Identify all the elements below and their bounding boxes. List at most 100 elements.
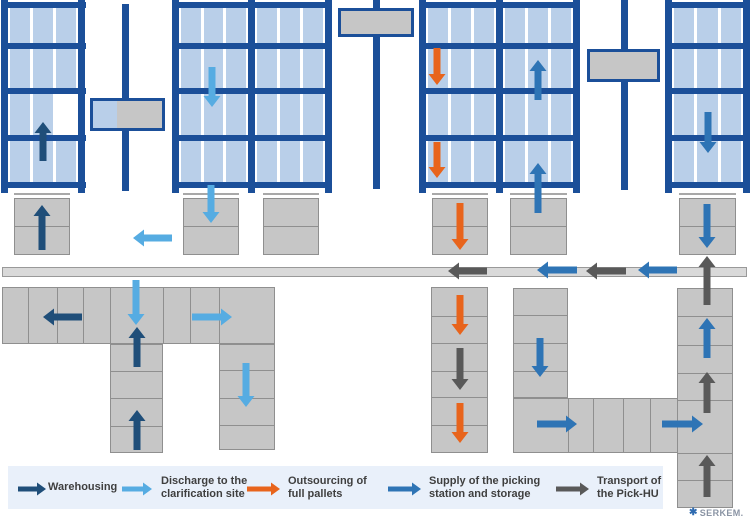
rack-b-pallet-cell — [181, 8, 201, 43]
legend-label-4: Transport of the Pick-HU — [597, 474, 662, 500]
u-block-bottom-row-vdiv — [593, 398, 594, 453]
rack-a-pallet-cell — [33, 94, 53, 135]
transfer-box-5-ground-line — [510, 193, 567, 195]
conveyor-line — [2, 267, 747, 277]
rack-d-post — [743, 0, 750, 193]
picking-block-top-row-vdiv — [110, 287, 111, 344]
rack-c-pallet-cell — [528, 94, 548, 135]
picking-block-left-leg-hdiv — [110, 426, 163, 427]
rack-b-pallet-cell — [181, 141, 201, 182]
rack-d-pallet-cell — [720, 141, 741, 182]
storage-crane-1 — [90, 98, 165, 131]
rack-c-pallet-cell — [428, 141, 448, 182]
legend-label-1: Discharge to the clarification site — [161, 474, 248, 500]
picking-block-right-leg-hdiv — [219, 425, 275, 426]
rack-d-pallet-cell — [720, 8, 741, 43]
rack-c-pallet-cell — [428, 49, 448, 88]
legend-label-3: Supply of the picking station and storag… — [429, 474, 541, 500]
rack-c-pallet-cell — [551, 8, 571, 43]
rack-a-pallet-cell — [56, 49, 76, 88]
rack-d-pallet-cell — [697, 141, 718, 182]
serkem-logo-icon: ✱ — [689, 507, 698, 518]
picking-block-top-row-vdiv — [28, 287, 29, 344]
u-block-bottom-row-vdiv — [568, 398, 569, 453]
legend-label-2: Outsourcing of full pallets — [288, 474, 367, 500]
rack-c-pallet-cell — [551, 141, 571, 182]
storage-crane-1-cab — [93, 101, 117, 128]
picking-block-right-leg — [219, 344, 275, 450]
rack-b-pallet-cell — [303, 49, 323, 88]
staging-column — [431, 287, 488, 453]
legend-bar — [8, 466, 663, 509]
rack-c-pallet-cell — [474, 141, 494, 182]
picking-block-left-leg-hdiv — [110, 398, 163, 399]
rack-b-pallet-cell — [280, 141, 300, 182]
rack-b-pallet-cell — [257, 49, 277, 88]
transfer-box-4-divider — [432, 226, 488, 227]
rack-c-pallet-cell — [505, 49, 525, 88]
rack-d-shelf-beam — [665, 43, 750, 49]
rack-a-pallet-cell — [10, 8, 30, 43]
rack-d-post — [665, 0, 672, 193]
transfer-box-1-ground-line — [14, 193, 70, 195]
staging-column-hdiv — [431, 371, 488, 372]
picking-block-top-row-vdiv — [190, 287, 191, 344]
picking-block-left-leg-hdiv — [110, 371, 163, 372]
rack-c-pallet-cell — [505, 8, 525, 43]
rack-c-pallet-cell — [505, 141, 525, 182]
rack-a-pallet-cell — [33, 141, 53, 182]
rack-c-pallet-cell — [451, 94, 471, 135]
rack-a-pallet-cell — [33, 8, 53, 43]
transfer-box-4-ground-line — [432, 193, 488, 195]
rack-b-post — [325, 0, 332, 193]
rack-c-pallet-cell — [451, 49, 471, 88]
rack-d-shelf-beam — [665, 2, 750, 8]
picking-block-top-row-vdiv — [219, 287, 220, 344]
rack-d-shelf-beam — [665, 88, 750, 94]
rack-c-pallet-cell — [474, 94, 494, 135]
staging-column-hdiv — [431, 343, 488, 344]
picking-block-right-leg-hdiv — [219, 398, 275, 399]
rack-d-pallet-cell — [720, 94, 741, 135]
serkem-logo-text: SERKEM. — [699, 508, 744, 518]
rack-b-pallet-cell — [203, 49, 224, 88]
rack-c-pallet-cell — [505, 94, 525, 135]
staging-column-hdiv — [431, 316, 488, 317]
rack-b-pallet-cell — [257, 8, 277, 43]
legend-label-0: Warehousing — [48, 481, 118, 493]
transfer-box-6-divider — [679, 226, 736, 227]
rack-c-post — [573, 0, 580, 193]
rack-a-post — [1, 0, 8, 193]
rack-b-pallet-cell — [226, 49, 246, 88]
rack-c-pallet-cell — [528, 49, 548, 88]
rack-b-pallet-cell — [203, 141, 224, 182]
transfer-box-3-divider — [263, 226, 319, 227]
u-block-left-leg-hdiv — [513, 315, 568, 316]
rack-c-post — [419, 0, 426, 193]
u-block-right-leg-hdiv — [677, 345, 733, 346]
u-block-right-leg-hdiv — [677, 480, 733, 481]
picking-block-top-row-vdiv — [163, 287, 164, 344]
rack-a-pallet-cell — [56, 8, 76, 43]
rack-a-shelf-beam — [1, 43, 86, 49]
rack-d-pallet-cell — [674, 49, 695, 88]
rack-c-pallet-cell — [551, 94, 571, 135]
rack-d-pallet-cell — [674, 8, 695, 43]
serkem-logo: ✱ SERKEM. — [689, 507, 744, 519]
rack-c-pallet-cell — [474, 8, 494, 43]
u-block-left-leg-hdiv — [513, 371, 568, 372]
rack-d-pallet-cell — [697, 94, 718, 135]
rack-b-pallet-cell — [181, 49, 201, 88]
storage-crane-2 — [338, 8, 414, 37]
rack-c-pallet-cell — [428, 94, 448, 135]
rack-a-pallet-cell — [10, 94, 30, 135]
rack-b-pallet-cell — [257, 141, 277, 182]
rack-b-pallet-cell — [280, 8, 300, 43]
rack-b-post — [248, 0, 255, 193]
rack-c-pallet-cell — [451, 8, 471, 43]
rack-c-pallet-cell — [528, 141, 548, 182]
rack-b-pallet-cell — [203, 8, 224, 43]
storage-crane-3 — [587, 49, 660, 82]
u-block-right-leg-hdiv — [677, 373, 733, 374]
rack-d-shelf-beam — [665, 182, 750, 188]
